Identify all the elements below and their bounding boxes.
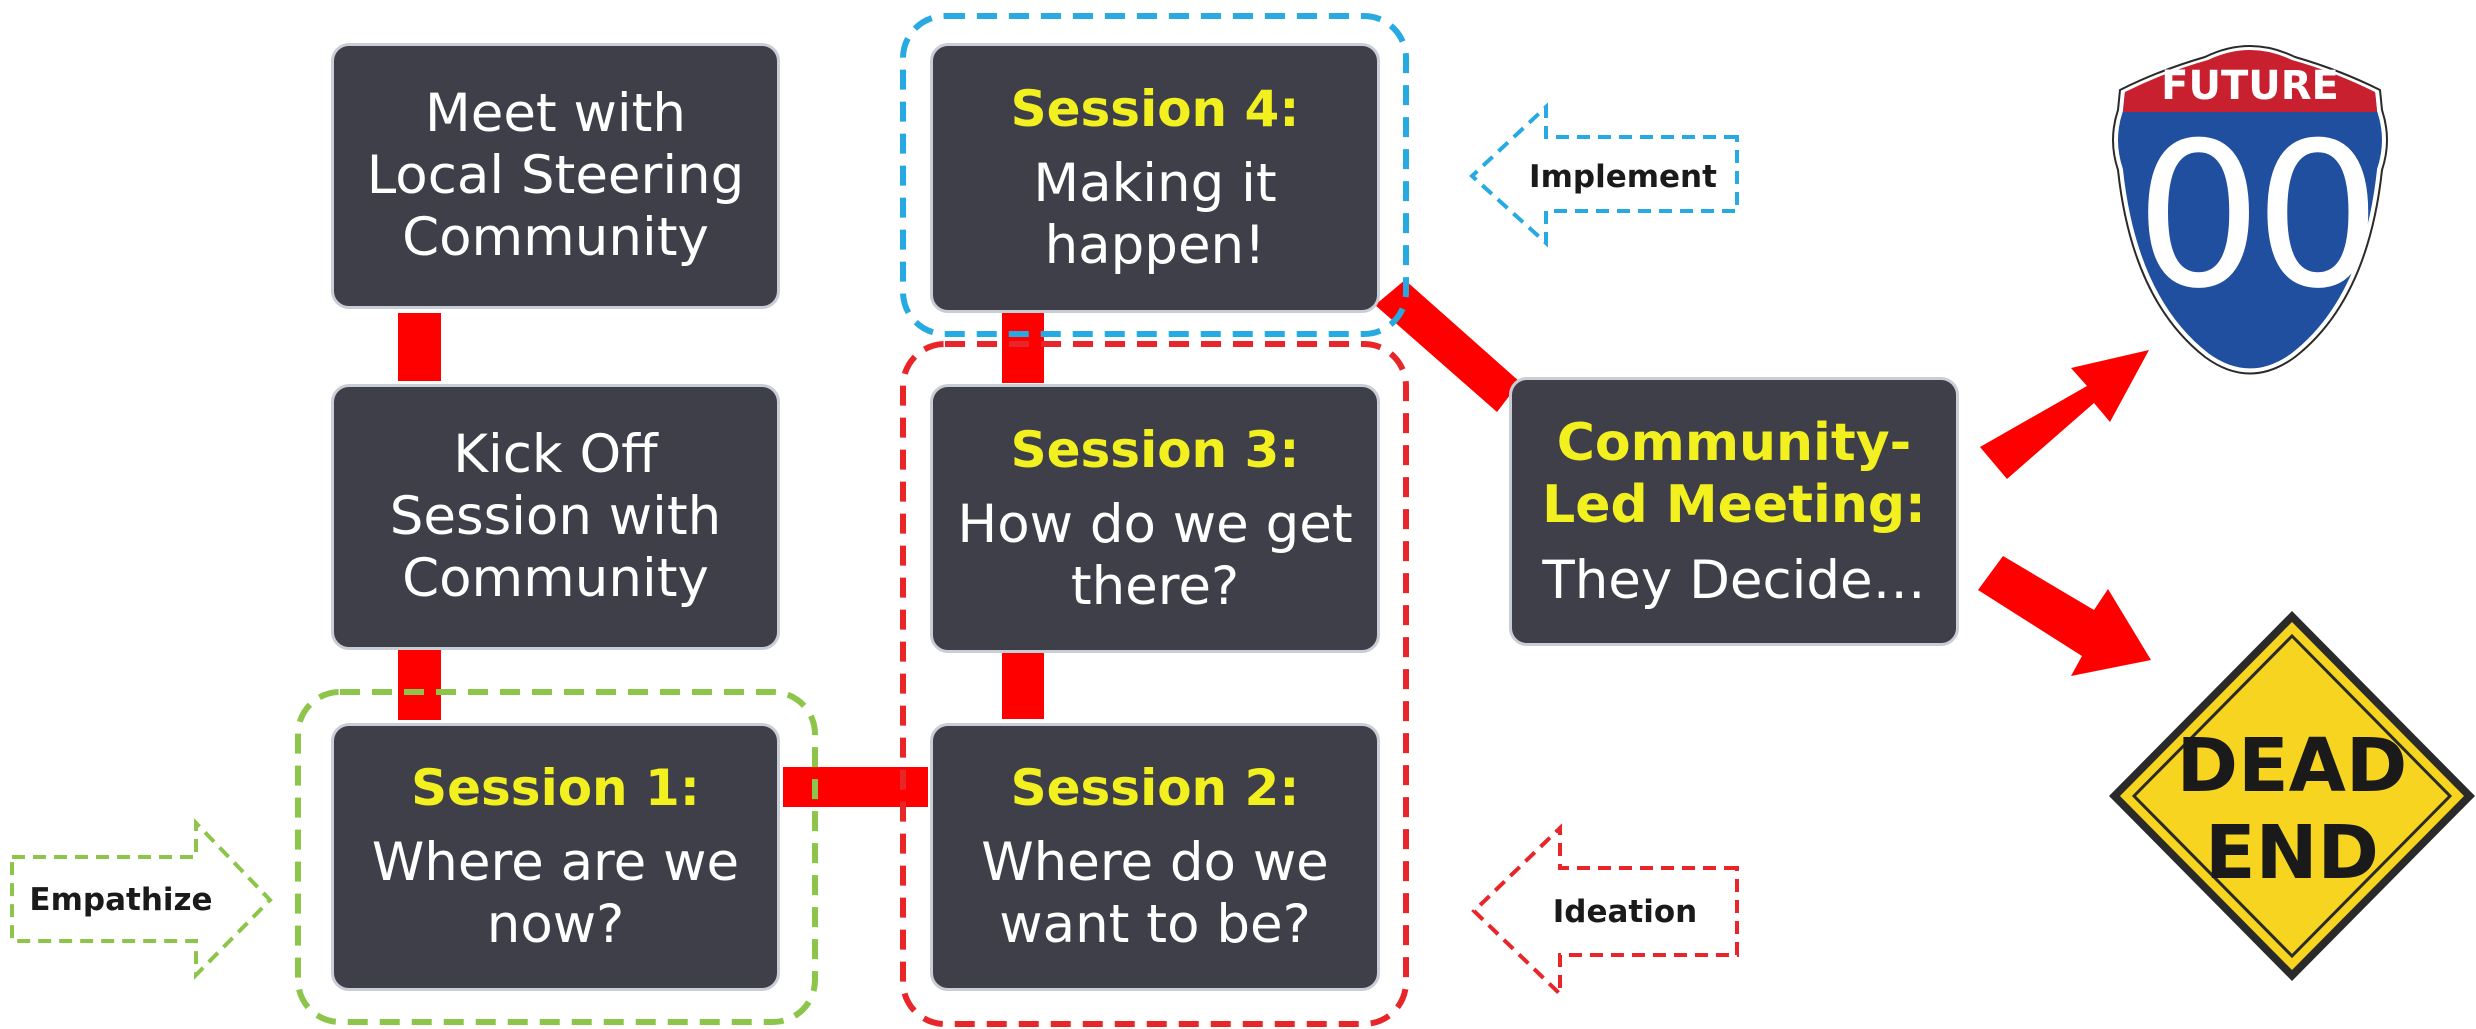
- session2-text: Where do we want to be?: [981, 832, 1329, 955]
- connector-session2-session3: [1002, 653, 1044, 719]
- session2-heading: Session 2:: [1010, 759, 1300, 817]
- implement-arrow: [1469, 102, 1739, 248]
- session1-heading: Session 1:: [411, 759, 700, 817]
- future-shield-icon: [2108, 41, 2392, 379]
- session1-box: Session 1: Where are we now?: [331, 723, 780, 991]
- community-meeting-text: They Decide…: [1542, 549, 1926, 611]
- session2-box: Session 2: Where do we want to be?: [930, 723, 1380, 991]
- empathize-arrow: [10, 818, 273, 980]
- connector-session1-session2: [783, 767, 928, 807]
- session3-box: Session 3: How do we get there?: [930, 384, 1380, 653]
- implement-label: Implement: [1529, 159, 1717, 195]
- connector-meet-kickoff: [398, 313, 441, 381]
- empathize-label: Empathize: [29, 882, 213, 918]
- session4-text: Making it happen!: [1033, 153, 1277, 276]
- session3-text: How do we get there?: [957, 493, 1353, 617]
- arrow-to-dead-end-sign: [1978, 556, 2151, 676]
- dead-end-line2: END: [2205, 810, 2379, 896]
- community-meeting-heading: Community- Led Meeting:: [1542, 412, 1926, 535]
- community-meeting-box: Community- Led Meeting: They Decide…: [1509, 377, 1959, 646]
- kickoff-box: Kick Off Session with Community: [331, 384, 780, 650]
- connector-session3-session4: [1002, 313, 1044, 383]
- session1-text: Where are we now?: [371, 832, 740, 955]
- arrow-to-future-sign: [1980, 350, 2149, 479]
- meet-steering-text: Meet with Local Steering Community: [366, 83, 745, 268]
- dead-end-sign-icon: [2109, 611, 2475, 981]
- session4-heading: Session 4:: [1010, 80, 1300, 138]
- connector-session4-community: [1375, 280, 1520, 412]
- implement-frame: [900, 13, 1409, 337]
- dead-end-line1: DEAD: [2176, 723, 2408, 809]
- connector-kickoff-session1: [398, 650, 441, 720]
- ideation-frame: [900, 341, 1409, 1027]
- session3-heading: Session 3:: [1010, 420, 1300, 479]
- ideation-label: Ideation: [1552, 894, 1698, 930]
- ideation-arrow: [1471, 823, 1739, 999]
- empathize-frame: [295, 689, 818, 1025]
- session4-box: Session 4: Making it happen!: [930, 43, 1380, 313]
- future-shield-top-text: FUTURE: [2161, 63, 2339, 109]
- meet-steering-box: Meet with Local Steering Community: [331, 43, 780, 309]
- future-shield-number: 00: [2135, 100, 2382, 333]
- kickoff-text: Kick Off Session with Community: [389, 424, 722, 609]
